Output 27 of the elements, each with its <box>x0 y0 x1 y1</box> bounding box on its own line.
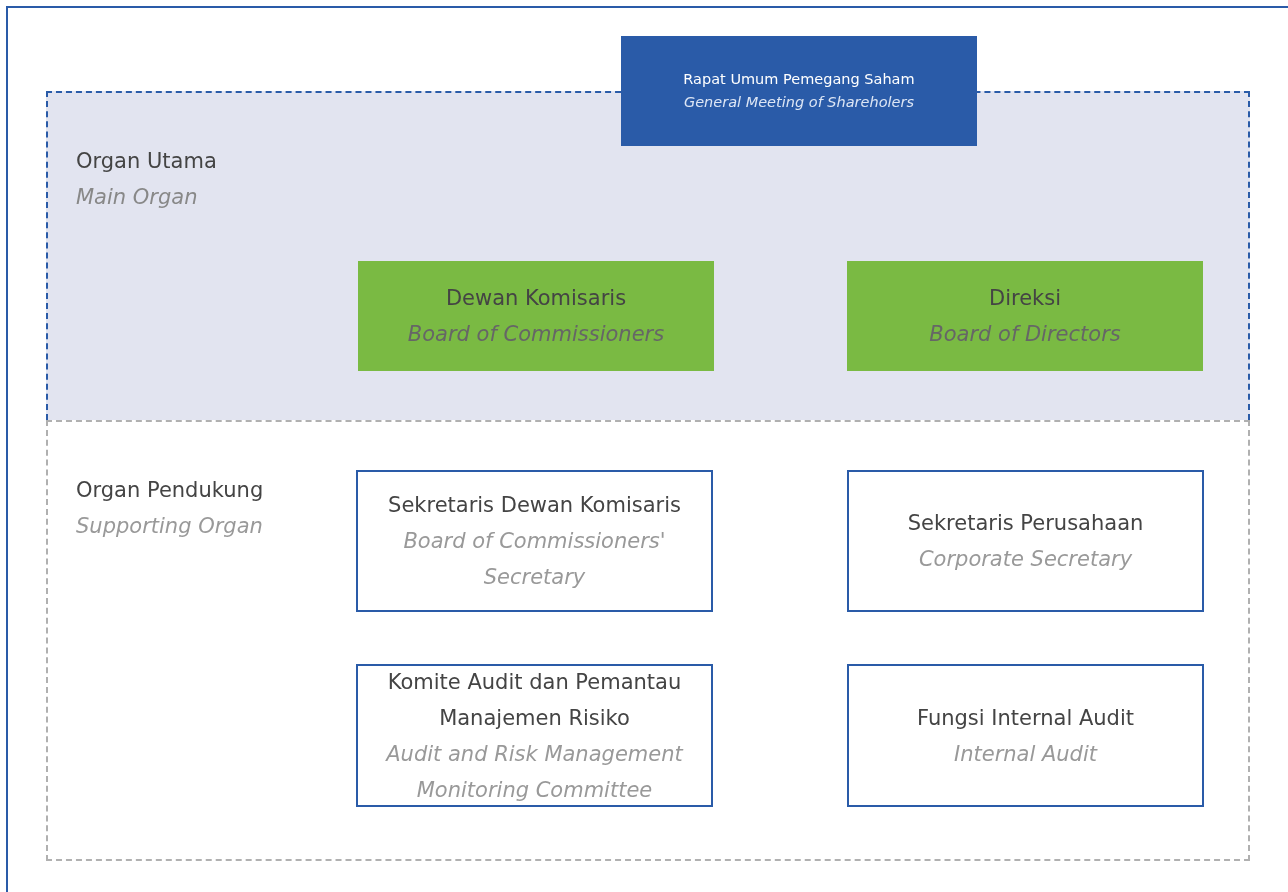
organ-box <box>847 470 1204 612</box>
organ-name-english: Audit and Risk Management Monitoring Committee <box>384 740 685 804</box>
organ-name-english: Supporting Organ <box>75 513 264 540</box>
shareholders-box <box>621 36 977 146</box>
organ-box <box>356 470 713 612</box>
organ-name: Direksi <box>987 285 1062 312</box>
main-organ-panel <box>46 91 1250 420</box>
organ-box <box>847 261 1203 371</box>
organ-name-english: Corporate Secretary <box>917 546 1134 573</box>
organ-name-english: Board of Commissioners <box>406 321 666 348</box>
organ-name: Organ Pendukung <box>75 477 265 504</box>
organ-name: Komite Audit dan Pemantau Manajemen Risiko <box>386 668 683 732</box>
organ-box <box>356 664 713 807</box>
organ-box <box>847 664 1204 807</box>
organ-name: Sekretaris Perusahaan <box>906 510 1145 537</box>
organ-name-english: Board of Directors <box>928 321 1122 348</box>
organ-name: Dewan Komisaris <box>444 285 628 312</box>
organ-name-english: Board of Commissioners' Secretary <box>402 528 667 591</box>
organ-name: Rapat Umum Pemegang Saham <box>682 70 916 89</box>
organ-name-english: Internal Audit <box>952 740 1099 768</box>
organ-name-english: Main Organ <box>75 184 199 211</box>
organ-box <box>358 261 714 371</box>
organ-name-english: General Meeting of Shareholers <box>682 93 916 112</box>
organ-name: Sekretaris Dewan Komisaris <box>387 492 682 519</box>
organ-name: Fungsi Internal Audit <box>916 704 1135 732</box>
supporting-organ-panel <box>46 420 1250 861</box>
organ-name: Organ Utama <box>75 148 218 175</box>
